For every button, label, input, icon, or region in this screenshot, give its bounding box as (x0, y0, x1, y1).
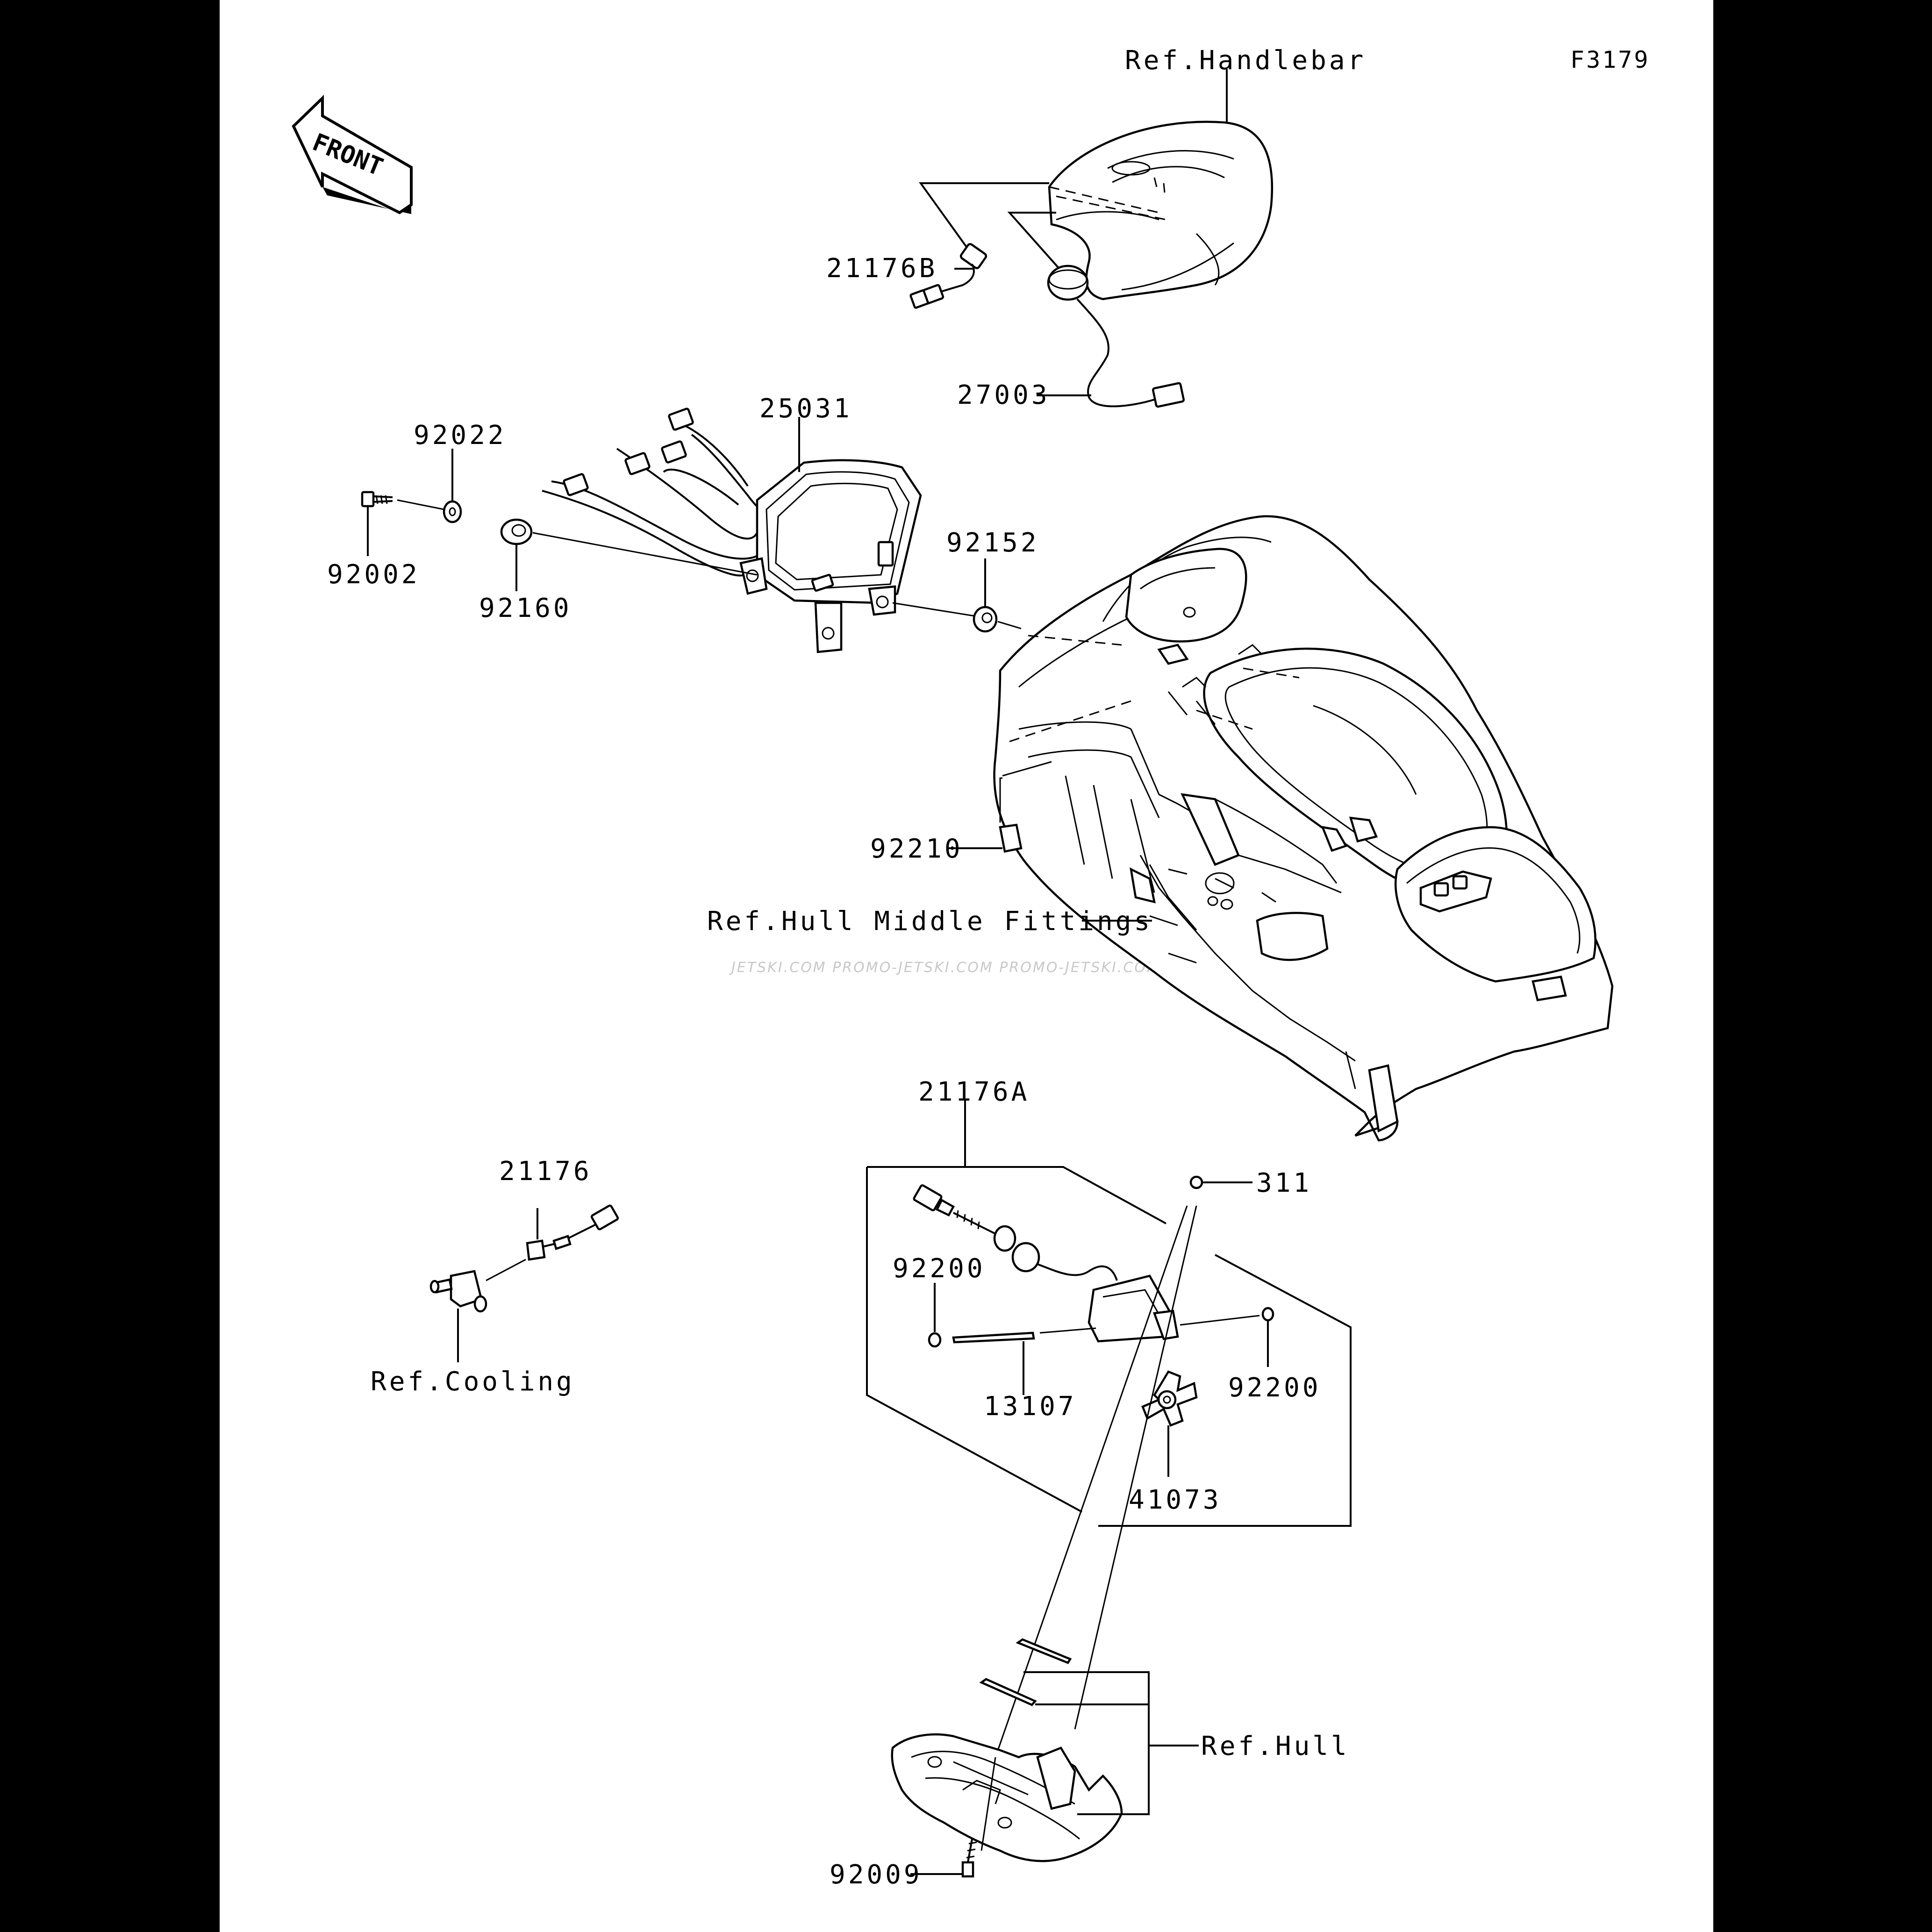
label-21176B: 21176B (826, 253, 937, 284)
part-92200-right (1180, 1307, 1274, 1326)
part-92210-clip (999, 761, 1052, 853)
label-92200-right: 92200 (1228, 1373, 1321, 1403)
part-21176-sensor (429, 1204, 619, 1313)
label-ref-hull: Ref.Hull (1201, 1731, 1350, 1761)
label-92200-left: 92200 (893, 1253, 986, 1284)
part-25031-meter (542, 408, 922, 653)
label-21176A: 21176A (918, 1077, 1030, 1107)
label-41073: 41073 (1129, 1485, 1222, 1515)
hull-middle-fittings (993, 515, 1614, 1142)
label-92152: 92152 (946, 528, 1039, 558)
label-ref-cooling: Ref.Cooling (371, 1367, 575, 1397)
label-92210: 92210 (870, 834, 963, 864)
label-92002: 92002 (327, 559, 420, 590)
part-21176A-sensor (913, 1184, 1179, 1343)
part-92200-left (928, 1332, 942, 1348)
group-21176A (866, 1166, 1352, 1527)
leader-ref-hull-bracket (1023, 1671, 1150, 1815)
watermark: JETSKI.COM PROMO-JETSKI.COM PROMO-JETSKI… (729, 959, 1160, 976)
figure-number: F3179 (1570, 46, 1650, 73)
part-92022-washer (397, 499, 462, 523)
part-27003 (1007, 212, 1185, 408)
label-311: 311 (1256, 1168, 1312, 1198)
label-27003: 27003 (957, 380, 1050, 410)
front-arrow-icon: FRONT (292, 94, 413, 215)
part-92009-screw (961, 1757, 996, 1878)
label-21176: 21176 (499, 1156, 592, 1187)
label-ref-hull-middle-fittings: Ref.Hull Middle Fittings (707, 906, 1152, 937)
part-92160-damper (500, 518, 758, 576)
label-92022: 92022 (414, 420, 507, 451)
label-13107: 13107 (984, 1391, 1077, 1422)
label-ref-handlebar: Ref.Handlebar (1125, 45, 1366, 76)
part-92152-grommet (892, 602, 1022, 633)
label-92160: 92160 (479, 593, 572, 623)
part-13107-pin (952, 1327, 1096, 1344)
part-21176B (909, 182, 1049, 309)
label-92009: 92009 (830, 1860, 923, 1890)
part-92002-bolt (361, 491, 393, 508)
ref-hull-fitting (891, 1205, 1197, 1862)
part-41073-impeller (1141, 1370, 1198, 1427)
label-25031: 25031 (759, 394, 852, 424)
part-311 (1144, 1175, 1203, 1328)
handlebar-cover (1048, 121, 1274, 301)
